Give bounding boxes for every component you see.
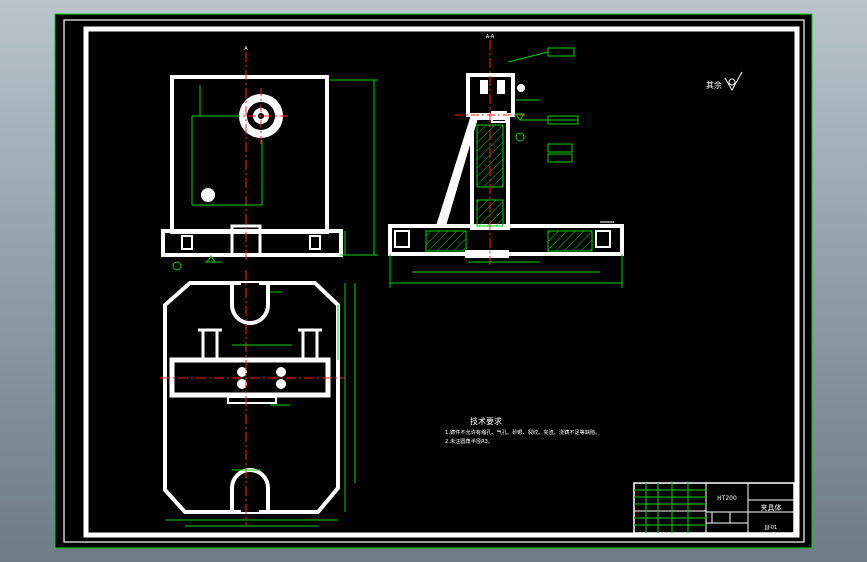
section-view: [388, 40, 624, 288]
outer-border: [63, 19, 805, 543]
roughness-note-text: 其余: [706, 80, 722, 90]
section-label: A-A: [486, 34, 495, 40]
roughness-note: 其余: [706, 71, 743, 92]
tech-req-item-1: 1.铸件不允许有缩孔、气孔、砂眼、裂纹、夹渣、浇铸不足等缺陷。: [445, 428, 600, 436]
tech-req-heading: 技术要求: [470, 416, 502, 426]
tech-req-item-2: 2.未注圆角半径R3。: [445, 437, 493, 445]
technical-requirements: 技术要求 1.铸件不允许有缩孔、气孔、砂眼、裂纹、夹渣、浇铸不足等缺陷。 2.未…: [445, 416, 600, 445]
title-block-material: HT200: [717, 495, 737, 502]
view-label: A: [244, 46, 248, 52]
drawing-canvas: [54, 13, 813, 549]
title-block-part-name: 夹具体: [761, 503, 782, 512]
title-block: HT200 夹具体 JJJ-01: [633, 482, 795, 534]
inner-frame: [83, 26, 800, 538]
top-view: [160, 270, 356, 527]
title-block-drawing-no: JJJ-01: [764, 525, 777, 531]
front-view: [161, 52, 378, 271]
